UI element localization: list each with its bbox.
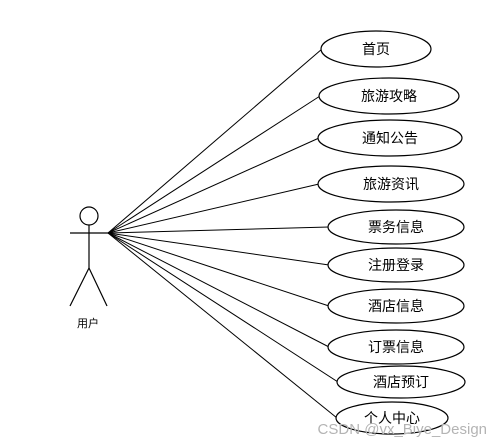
association-line (107, 137, 320, 234)
association-line (107, 48, 323, 234)
use-case: 票务信息 (327, 209, 465, 245)
use-case-ellipse (327, 288, 465, 324)
use-case: 个人中心 (335, 401, 449, 435)
use-case-label: 酒店信息 (368, 298, 424, 315)
use-case: 酒店预订 (336, 365, 466, 399)
association-line (107, 232, 330, 307)
use-case-label: 票务信息 (368, 219, 424, 236)
actor-right-leg (88, 267, 108, 307)
use-case-label: 个人中心 (364, 411, 420, 427)
use-case: 注册登录 (327, 247, 465, 283)
use-case: 通知公告 (317, 119, 463, 157)
use-case-label: 旅游攻略 (361, 89, 417, 105)
association-line (107, 95, 321, 234)
association-lines (107, 48, 339, 419)
use-case-ellipse (317, 119, 463, 157)
association-line (107, 232, 339, 383)
use-case-ellipse (318, 77, 460, 115)
use-case-ellipse (327, 329, 465, 365)
use-case-label: 注册登录 (368, 258, 424, 274)
use-case-label: 首页 (362, 42, 390, 58)
use-case-ellipse (327, 209, 465, 245)
use-case: 订票信息 (327, 329, 465, 365)
use-case-ellipse (327, 247, 465, 283)
use-case-ellipse (336, 365, 466, 399)
actor-left-leg (69, 267, 90, 307)
use-case-label: 订票信息 (368, 339, 424, 356)
use-case-ellipse (320, 30, 432, 68)
use-case: 酒店信息 (327, 288, 465, 324)
association-line (107, 232, 330, 348)
actor-head (79, 206, 99, 226)
use-case-ellipse (317, 165, 465, 203)
association-line (107, 226, 330, 234)
use-case-label: 旅游资讯 (363, 177, 419, 193)
use-case-ellipse (335, 401, 449, 435)
watermark: CSDN @vx_Biye_Design (317, 421, 487, 438)
association-line (107, 232, 338, 419)
use-case: 旅游资讯 (317, 165, 465, 203)
use-case: 旅游攻略 (318, 77, 460, 115)
actor-label: 用户 (77, 316, 99, 330)
actor-user: 用户 (69, 206, 108, 330)
association-line (107, 183, 320, 234)
use-case: 首页 (320, 30, 432, 68)
use-case-label: 酒店预订 (373, 375, 429, 391)
association-line (107, 232, 330, 266)
use-case-label: 通知公告 (362, 130, 418, 147)
